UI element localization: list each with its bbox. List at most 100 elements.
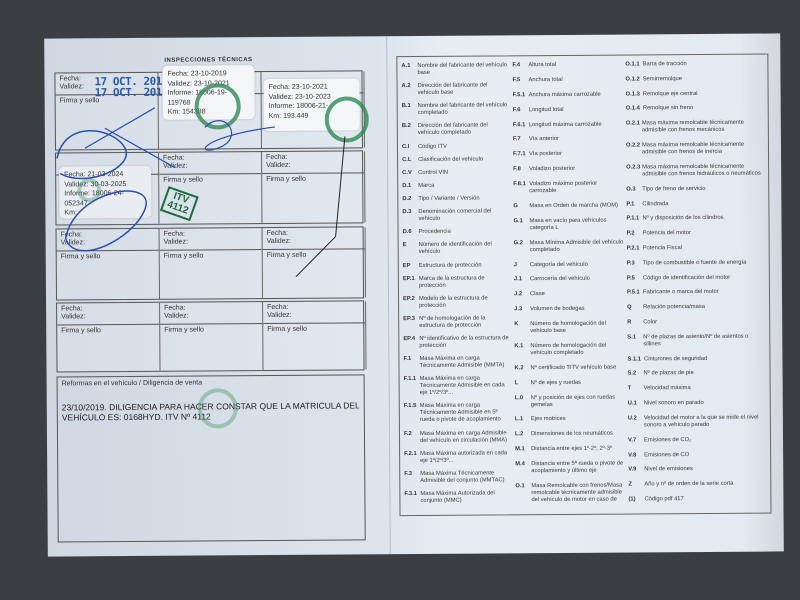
date-fields: Fecha:Validez:: [160, 302, 263, 325]
field-code: M.1: [515, 446, 525, 453]
field-label: Voladizo máximo posterior carrozable: [529, 180, 598, 195]
field-code: O.2.2: [625, 142, 641, 149]
field-code: G.1: [513, 217, 523, 225]
field-code: C.V: [402, 169, 412, 176]
field-code: P.5.1: [626, 289, 640, 296]
field-label: Nº y disposición de los cilindros: [642, 215, 724, 222]
field-label: Nombre del fabricante del vehículo base: [417, 62, 508, 76]
field-label: Velocidad del motor a la que se mide el …: [643, 414, 759, 429]
field-code: J.2: [513, 291, 523, 298]
field-code: S.1: [627, 334, 637, 341]
field-code: D.1: [402, 182, 412, 189]
date-fields: Fecha:Validez:: [263, 301, 366, 325]
date-fields: Fecha:Validez:: [57, 302, 160, 326]
field-code: V.8: [628, 451, 637, 459]
field-label: Marca: [418, 182, 435, 189]
field-label: Barra de tracción: [642, 61, 687, 68]
field-code: P.5: [626, 275, 635, 282]
field-code: S.2: [627, 370, 637, 377]
inspection-card: INSPECCIONES TÉCNICAS Fecha:Validez:Firm…: [44, 33, 784, 557]
field-code: EP: [402, 262, 411, 269]
field-label: Masa Máxima en carga Técnicamente Admisi…: [419, 402, 501, 424]
field-label: Anchura máxima carrozable: [528, 91, 601, 98]
field-code: F.2: [403, 430, 412, 437]
field-label: Código pdf 417: [644, 496, 684, 503]
field-legend-panel: A.1 Nombre del fabricante del vehículo ba…: [396, 53, 772, 517]
field-code: K.1: [514, 343, 524, 350]
signature-label: Firma y sello: [164, 326, 204, 334]
field-label: Potencia del motor: [642, 230, 691, 237]
field-label: Dirección del fabricante del vehículo co…: [417, 122, 488, 137]
field-label: Longitud total: [528, 106, 564, 113]
field-code: F.3: [404, 470, 413, 477]
field-code: V.7: [627, 437, 637, 444]
field-code: O.1.4: [625, 105, 640, 112]
field-code: D.2: [402, 196, 412, 203]
field-label: Anchura total: [528, 76, 563, 84]
field-label: Distancia entre 5ª rueda o pivote de aco…: [531, 460, 624, 475]
field-code: K: [514, 321, 519, 328]
field-label: Masa máxima remolcable técnicamente admi…: [641, 119, 744, 134]
field-code: F.6.1: [512, 121, 526, 128]
field-label: Código ITV: [417, 143, 447, 150]
field-label: Masa Máxima en carga Técnicamente Admisi…: [419, 375, 505, 397]
field-code: F.7: [512, 136, 521, 143]
field-code: U.1: [627, 400, 637, 407]
field-code: E: [402, 242, 407, 249]
field-label: Ejes motrices: [530, 416, 566, 423]
field-label: Masa Máxima en carga Técnicamente Admisi…: [419, 355, 505, 370]
field-label: Fabricante o marca del motor: [642, 289, 719, 296]
field-code: S.1.1: [627, 356, 642, 363]
field-code: A.1: [401, 63, 411, 70]
field-label: Clasificación del vehículo: [418, 156, 484, 163]
field-code: O.3: [626, 186, 636, 193]
field-label: Velocidad máxima: [643, 385, 691, 392]
field-label: Nombre del fabricante del vehículo compl…: [417, 102, 508, 117]
field-code: O.1: [515, 483, 525, 490]
field-label: Clase: [529, 291, 545, 298]
legend-item: O.3 Tipo de freno de servicio: [626, 185, 766, 193]
field-label: Control VIN: [418, 169, 449, 176]
field-label: Masa Mínima Admisible del vehículo compl…: [529, 239, 624, 253]
field-label: Masa en Orden de marcha (MOM): [529, 202, 618, 210]
green-seal: [197, 388, 238, 429]
inspections-header: INSPECCIONES TÉCNICAS: [164, 57, 253, 64]
field-label: Código de identificación del motor: [642, 274, 731, 281]
field-label: Tipo de freno de servicio: [642, 185, 706, 193]
